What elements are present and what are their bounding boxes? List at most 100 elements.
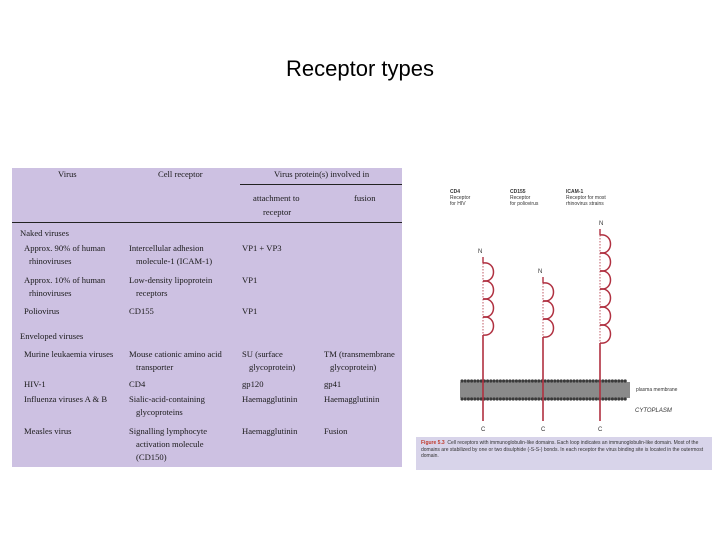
lipid-head [473,379,477,383]
lipid-head [588,397,592,401]
header-subrule [240,184,402,185]
row-attachment: VP1 [242,306,258,316]
lipid-head [566,397,570,401]
lipid-head [530,397,534,401]
lipid-head [460,379,464,383]
membrane-core [460,382,630,398]
lipid-head [585,379,589,383]
c-terminus-label: C [541,427,546,433]
lipid-head [479,379,483,383]
lipid-head [550,397,554,401]
lipid-head [466,397,470,401]
c-terminus-label: C [481,427,486,433]
lipid-head [614,397,618,401]
row-virus: Measles virus [24,426,72,436]
membrane-label: plasma membrane [636,387,678,393]
ig-domain-loop [542,318,555,338]
lipid-head [594,397,598,401]
lipid-head [623,397,627,401]
row-receptor: Intercellular adhesion [129,243,204,253]
lipid-head [476,397,480,401]
lipid-head [514,397,518,401]
lipid-head [489,379,493,383]
lipid-head [617,397,621,401]
row-virus: Approx. 10% of human [24,275,106,285]
lipid-head [521,379,525,383]
lipid-head [556,397,560,401]
row-virus: HIV-1 [24,379,46,389]
n-terminus-label: N [599,221,603,227]
row-virus: Murine leukaemia viruses [24,349,114,359]
lipid-head [572,379,576,383]
lipid-head [505,379,509,383]
lipid-head [502,397,506,401]
header-bottom-rule [12,222,402,223]
receptor-label-icam1: ICAM-1 Receptor for most rhinovirus stra… [566,189,606,207]
ig-domain-loop [482,280,495,300]
plasma-membrane [460,379,630,401]
lipid-head [460,397,464,401]
row-fusion: Fusion [324,426,348,436]
lipid-head [518,397,522,401]
row-receptor: molecule-1 (ICAM-1) [136,256,213,266]
lipid-head [582,397,586,401]
row-receptor: CD155 [129,306,154,316]
lipid-head [607,379,611,383]
lipid-head [591,397,595,401]
lipid-head [569,379,573,383]
lipid-head [514,379,518,383]
lipid-head [521,397,525,401]
lipid-head [620,379,624,383]
ig-domain-loop [599,306,612,326]
lipid-head [537,397,541,401]
lipid-head [511,397,515,401]
figure-caption: Figure 5.3 Cell receptors with immunoglo… [416,437,712,470]
lipid-head [614,379,618,383]
lipid-head [498,397,502,401]
lipid-head [508,397,512,401]
lipid-head [508,379,512,383]
lipid-head [562,397,566,401]
lipid-head [518,379,522,383]
row-receptor: Low-density lipoprotein [129,275,213,285]
ig-domain-loop [482,298,495,318]
lipid-head [546,397,550,401]
row-receptor: Signalling lymphocyte [129,426,208,436]
ig-domain-loop [482,262,495,282]
header-attachment-line2: receptor [263,207,292,217]
lipid-head [492,379,496,383]
lipid-head [604,379,608,383]
ig-domain-loop [542,300,555,320]
lipid-head [610,397,614,401]
lipid-head [473,397,477,401]
lipid-head [543,379,547,383]
lipid-head [543,397,547,401]
row-virus: Poliovirus [24,306,60,316]
row-attachment: gp120 [242,379,264,389]
header-attachment-line1: attachment to [253,193,300,203]
lipid-head [562,379,566,383]
ig-domain-loop [599,252,612,272]
lipid-head [486,397,490,401]
lipid-head [569,397,573,401]
lipid-head [498,379,502,383]
lipid-head [607,397,611,401]
ig-domain-loop [542,282,555,302]
row-receptor: receptors [136,288,168,298]
lipid-head [546,379,550,383]
lipid-head [495,379,499,383]
lipid-head [492,397,496,401]
lipid-head [470,379,474,383]
lipid-head [524,379,528,383]
row-attachment: VP1 [242,275,258,285]
lipid-head [559,379,563,383]
virus-receptor-table: Virus Cell receptor Virus protein(s) inv… [12,168,402,467]
row-receptor: Sialic-acid-containing [129,394,205,404]
row-attachment: glycoprotein) [249,362,296,372]
lipid-head [489,397,493,401]
lipid-head [502,379,506,383]
lipid-head [556,379,560,383]
lipid-head [511,379,515,383]
group-enveloped-viruses: Enveloped viruses [20,331,84,341]
